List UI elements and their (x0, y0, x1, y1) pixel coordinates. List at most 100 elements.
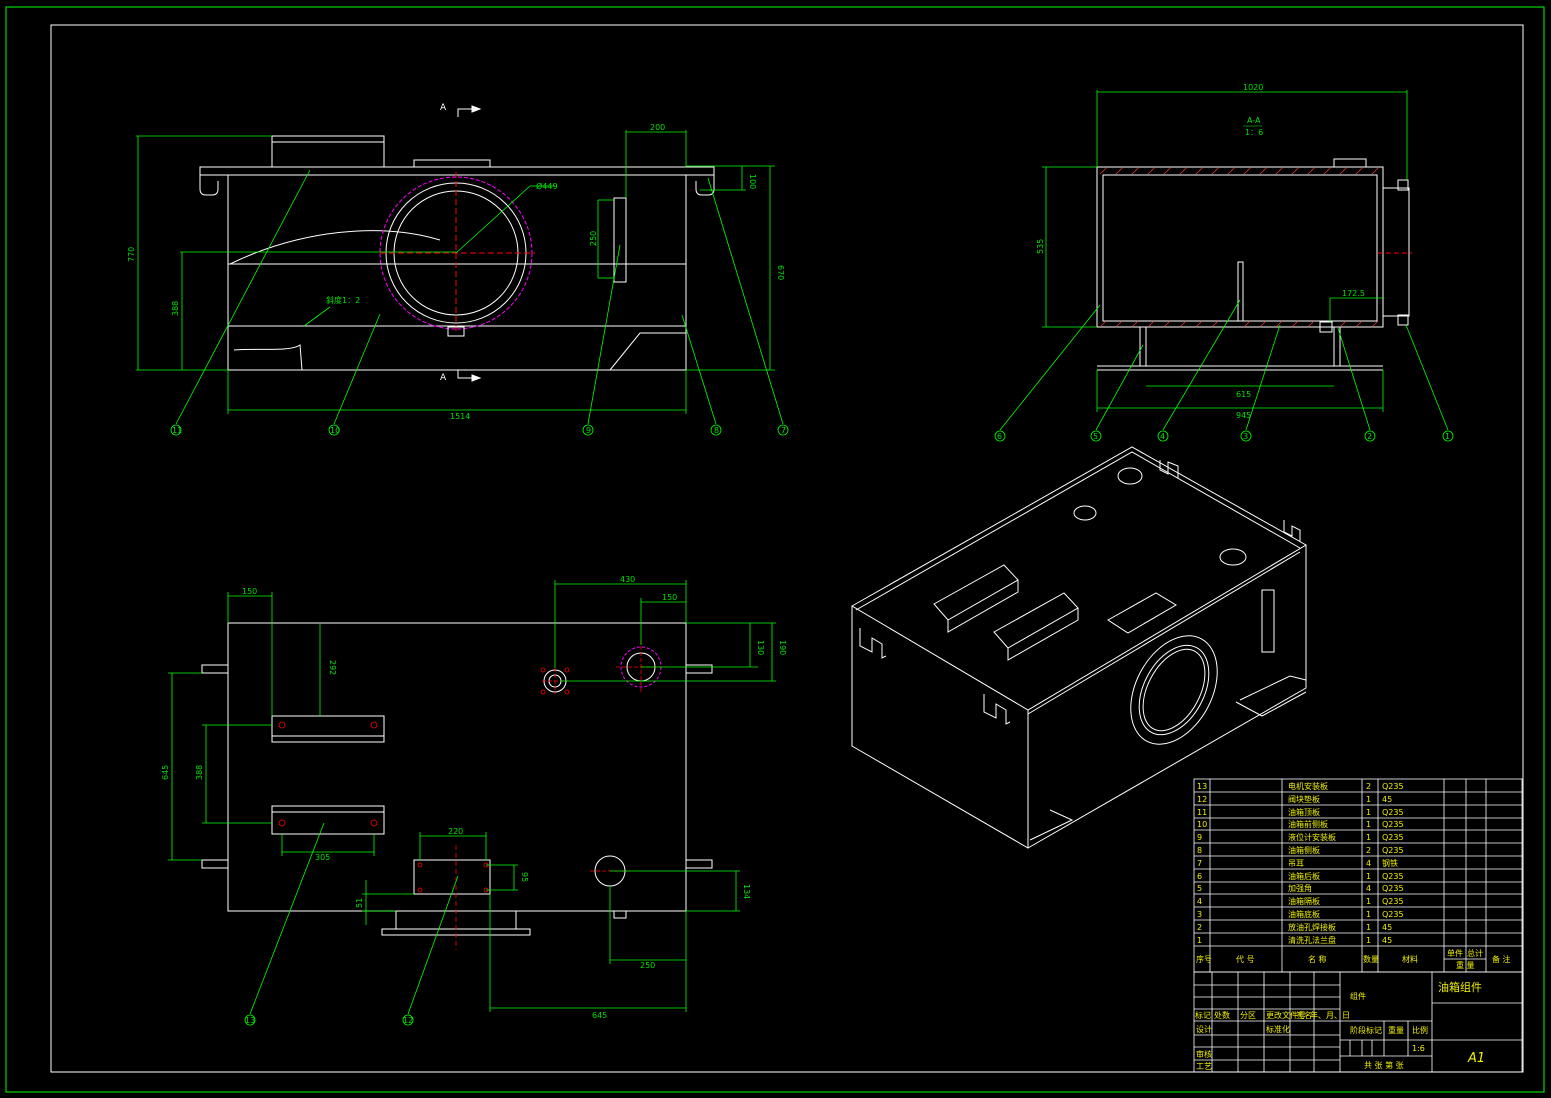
dim-388: 388 (171, 301, 180, 316)
dim-305: 305 (315, 853, 330, 862)
bom-header-code: 代 号 (1236, 954, 1255, 964)
bom-row-no: 2 (1197, 923, 1202, 932)
bom-header-material: 材料 (1402, 954, 1418, 964)
bom-row-no: 9 (1197, 833, 1202, 842)
bom-row-name: 电机安装板 (1288, 781, 1328, 791)
dim-388-top: 388 (195, 765, 204, 780)
bom-header-total-weight: 总计 (1467, 948, 1483, 958)
bom-row-no: 10 (1197, 820, 1207, 829)
title-block-grid (1193, 971, 1523, 1073)
tb-sheet-size: A1 (1467, 1051, 1485, 1066)
bom-row-material: Q235 (1382, 872, 1404, 881)
dim-200: 200 (650, 123, 665, 132)
dim-220: 220 (448, 827, 463, 836)
balloon-8: 8 (714, 426, 719, 435)
bom-row-material: Q235 (1382, 833, 1404, 842)
balloon-5: 5 (1093, 432, 1098, 441)
dim-645-horizontal: 645 (592, 1011, 607, 1020)
bom-row-qty: 1 (1366, 923, 1371, 932)
bom-row-no: 12 (1197, 795, 1207, 804)
bom-row-name: 吊耳 (1288, 859, 1304, 868)
bom-row-no: 5 (1197, 884, 1202, 893)
balloon-10: 10 (330, 426, 340, 435)
section-arrows (457, 105, 482, 382)
bom-row-name: 液位计安装板 (1288, 832, 1336, 842)
balloon-2: 2 (1367, 432, 1372, 441)
bom-row-no: 1 (1197, 936, 1202, 945)
bom-row-name: 油箱后板 (1288, 871, 1320, 881)
bom-row-material: Q235 (1382, 897, 1404, 906)
dim-190: 190 (778, 640, 787, 655)
bom-header-weight: 重 量 (1456, 960, 1475, 970)
bom-header-qty: 数量 (1363, 954, 1379, 964)
bom-row-material: Q235 (1382, 808, 1404, 817)
section-view (1096, 158, 1412, 371)
bom-row-no: 13 (1197, 782, 1207, 791)
assembly-label: 组件 (1350, 991, 1366, 1001)
bom-row-name: 油箱隔板 (1288, 896, 1320, 906)
bom-row-qty: 2 (1366, 782, 1371, 791)
bom-row-name: 阀块垫板 (1288, 794, 1320, 804)
tb-weight: 重量 (1388, 1025, 1404, 1035)
dim-770: 770 (127, 247, 136, 262)
dim-535: 535 (1036, 239, 1045, 254)
dim-292: 292 (328, 660, 337, 675)
balloon-12: 12 (403, 1016, 413, 1025)
tb-design: 设计 (1196, 1024, 1212, 1034)
tb-change-doc: 更改文件号 (1266, 1010, 1306, 1020)
bom-row-name: 油箱底板 (1288, 909, 1320, 919)
title-block-text: 组件 油箱组件 标记 处数 分区 更改文件号 签名 年、月、日 设计 标准化 阶… (1195, 980, 1485, 1071)
tb-mark: 标记 (1195, 1010, 1211, 1020)
balloon-6: 6 (997, 432, 1002, 441)
bom-header-unit-weight: 单件 (1447, 948, 1463, 958)
balloon-4: 4 (1160, 432, 1165, 441)
dim-615: 615 (1236, 390, 1251, 399)
dim-51: 51 (355, 898, 364, 908)
bom-row-no: 6 (1197, 872, 1202, 881)
bom-row-material: 45 (1382, 936, 1392, 945)
bom-row-qty: 1 (1366, 936, 1371, 945)
bom-row-no: 11 (1197, 808, 1207, 817)
bom-row-qty: 1 (1366, 833, 1371, 842)
dim-250-front: 250 (589, 231, 598, 246)
dim-150-right: 150 (662, 593, 677, 602)
balloon-11: 11 (172, 426, 182, 435)
section-hatch (1099, 167, 1379, 328)
dim-430: 430 (620, 575, 635, 584)
drawing-title: 油箱组件 (1438, 980, 1482, 994)
bom-row-qty: 1 (1366, 820, 1371, 829)
bom-row-name: 加强角 (1288, 883, 1312, 893)
bom-row-name: 放油孔焊接板 (1288, 922, 1336, 932)
front-view (199, 135, 715, 371)
bom-row-material: Q235 (1382, 846, 1404, 855)
bom-row-no: 8 (1197, 846, 1202, 855)
bom-row-material: Q235 (1382, 782, 1404, 791)
tb-stage-mark: 阶段标记 (1350, 1025, 1382, 1035)
front-view-dims (136, 130, 784, 425)
dim-95: 95 (520, 872, 529, 882)
balloon-3: 3 (1243, 432, 1248, 441)
bom-row-no: 7 (1197, 859, 1202, 868)
tb-review: 审核 (1196, 1049, 1212, 1059)
top-view (201, 622, 713, 936)
bom-row-no: 3 (1197, 910, 1202, 919)
dim-670: 670 (776, 265, 785, 280)
tb-scale-value: 1:6 (1412, 1044, 1425, 1053)
tb-sheets: 共 张 第 张 (1364, 1060, 1404, 1070)
bom-rows: 13 电机安装板 2 Q235 12 阀块垫板 1 45 11 油箱顶板 1 Q… (1197, 781, 1404, 945)
bom-row-qty: 1 (1366, 910, 1371, 919)
bom-row-no: 4 (1197, 897, 1202, 906)
dim-250-top: 250 (640, 961, 655, 970)
bom-row-name: 油箱前侧板 (1288, 819, 1328, 829)
section-view-dims (999, 90, 1449, 431)
bom-row-name: 油箱顶板 (1288, 807, 1320, 817)
tb-signature: 签名 (1296, 1010, 1312, 1020)
section-balloons (994, 430, 1454, 442)
bom-header-no: 序号 (1196, 954, 1212, 964)
inner-frame (50, 24, 1524, 1073)
bom-row-qty: 2 (1366, 846, 1371, 855)
bom-header: 序号 代 号 名 称 数量 材料 单件 总计 重 量 备 注 (1196, 948, 1511, 970)
front-balloons (170, 424, 789, 436)
bom-row-material: 45 (1382, 795, 1392, 804)
